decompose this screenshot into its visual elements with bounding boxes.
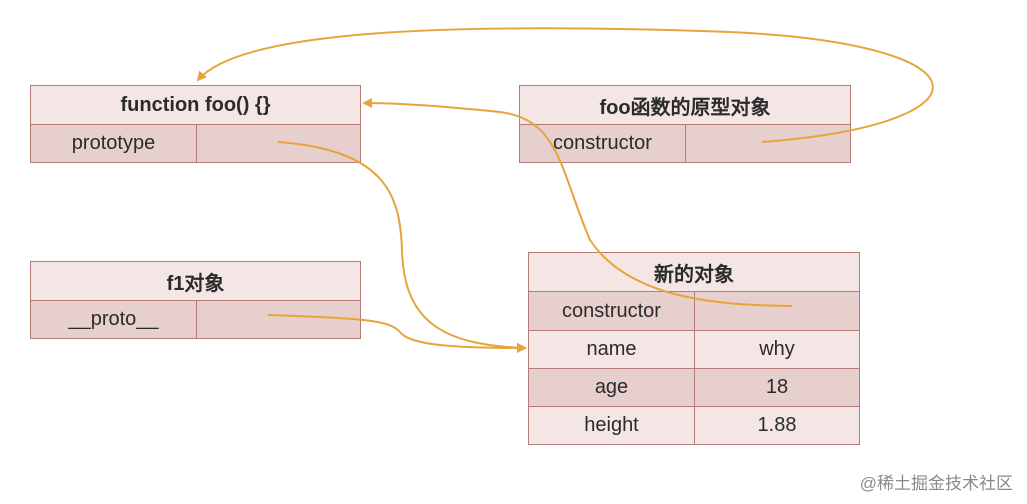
f1-object-title: f1对象 xyxy=(30,261,361,301)
constructor-value xyxy=(685,124,851,163)
new-object-box: 新的对象 constructor name why age 18 height … xyxy=(528,252,860,445)
new-object-value: why xyxy=(694,330,860,369)
new-object-row: height 1.88 xyxy=(528,406,860,445)
new-object-value: 1.88 xyxy=(694,406,860,445)
new-object-key: constructor xyxy=(528,291,695,331)
arrow-prototype-to-new-object xyxy=(277,141,527,353)
new-object-key: name xyxy=(528,330,695,369)
new-object-value xyxy=(694,291,860,331)
proto-label: __proto__ xyxy=(30,300,197,339)
arrow-constructor-to-foo xyxy=(196,27,934,143)
new-object-value: 18 xyxy=(694,368,860,407)
foo-function-box: function foo() {} prototype xyxy=(30,85,361,163)
foo-function-title: function foo() {} xyxy=(30,85,361,125)
new-object-row: name why xyxy=(528,330,860,369)
arrow-proto-to-new-object xyxy=(267,314,527,353)
foo-prototype-title: foo函数的原型对象 xyxy=(519,85,851,125)
new-object-title: 新的对象 xyxy=(528,252,860,292)
proto-value xyxy=(196,300,361,339)
new-object-row: constructor xyxy=(528,291,860,331)
prototype-value xyxy=(196,124,361,163)
f1-object-box: f1对象 __proto__ xyxy=(30,261,361,339)
arrow-new-constructor-to-foo xyxy=(362,98,793,307)
foo-prototype-box: foo函数的原型对象 constructor xyxy=(519,85,851,163)
watermark: @稀土掘金技术社区 xyxy=(859,474,1013,493)
